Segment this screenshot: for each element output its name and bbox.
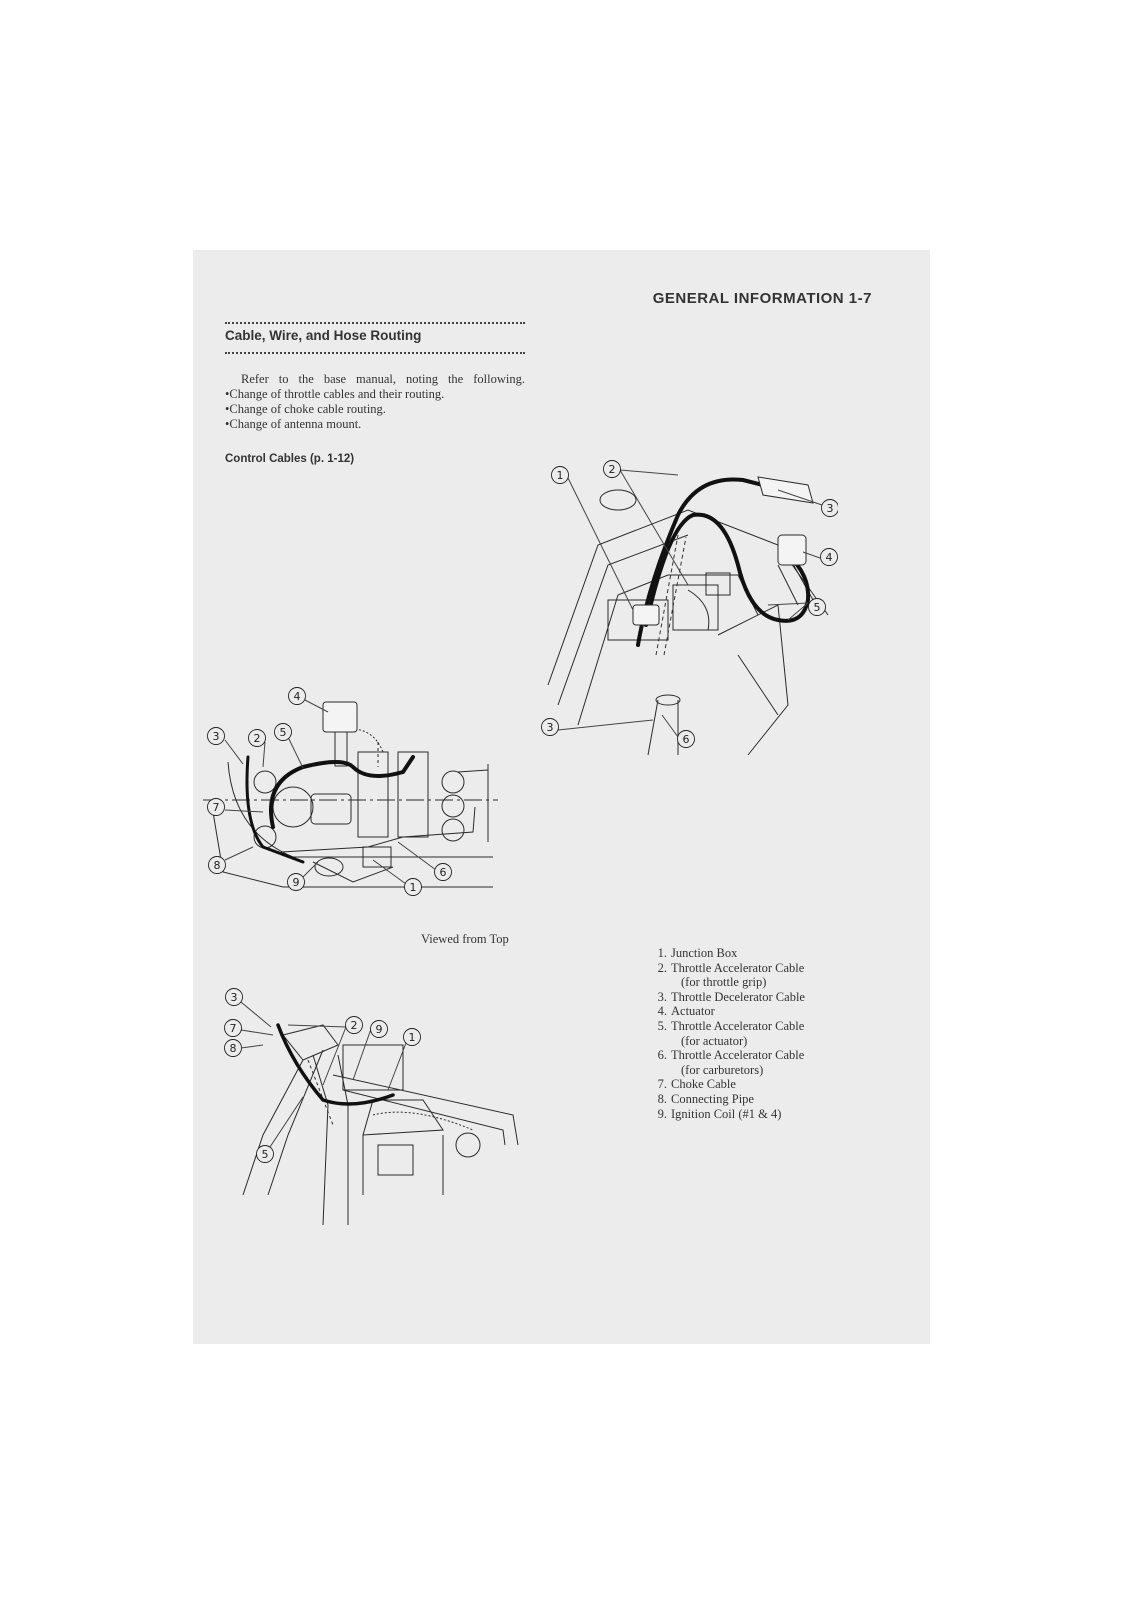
callout-6: 6 (683, 733, 690, 746)
callout-4: 4 (294, 690, 301, 703)
callout-3: 3 (231, 991, 238, 1004)
callout-2: 2 (609, 463, 616, 476)
callout-7: 7 (213, 801, 220, 814)
page-header: GENERAL INFORMATION 1-7 (652, 290, 872, 307)
top-view-cable-diagram: 4 3 2 5 7 8 9 1 6 (203, 687, 498, 896)
callout-5: 5 (814, 601, 821, 614)
callout-5: 5 (280, 726, 287, 739)
figure-caption: Viewed from Top (421, 932, 509, 946)
callout-8: 8 (214, 859, 221, 872)
parts-legend: 1.Junction Box 2.Throttle Accelerator Ca… (651, 946, 805, 1121)
callout-2: 2 (254, 732, 261, 745)
callout-1: 1 (557, 469, 564, 482)
callout-8: 8 (230, 1042, 237, 1055)
callout-2: 2 (351, 1019, 358, 1032)
legend-item: 3.Throttle Decelerator Cable (657, 989, 805, 1004)
dotted-rule-bottom (225, 352, 525, 354)
bullet-item: Change of choke cable routing. (225, 402, 525, 417)
legend-item: 6.Throttle Accelerator Cable(for carbure… (657, 1048, 805, 1077)
legend-item: 4.Actuator (657, 1004, 715, 1019)
callout-3: 3 (827, 502, 834, 515)
intro-sentence: Refer to the base manual, noting the fol… (241, 372, 525, 386)
bullet-item: Change of throttle cables and their rout… (225, 387, 525, 402)
callout-9: 9 (376, 1023, 383, 1036)
intro-text: Refer to the base manual, noting the fol… (225, 372, 525, 432)
callout-1: 1 (410, 881, 417, 894)
subheading-control-cables: Control Cables (p. 1-12) (225, 453, 355, 465)
legend-item: 2.Throttle Accelerator Cable(for throttl… (657, 960, 805, 990)
legend-item: 1.Junction Box (657, 946, 738, 960)
section-title: Cable, Wire, and Hose Routing (225, 328, 422, 343)
callout-7: 7 (230, 1022, 237, 1035)
callout-5: 5 (262, 1148, 269, 1161)
legend-item: 5.Throttle Accelerator Cable(for actuato… (657, 1018, 805, 1048)
bullet-item: Change of antenna mount. (225, 417, 525, 432)
callout-9: 9 (293, 876, 300, 889)
legend-item: 8.Connecting Pipe (657, 1091, 754, 1106)
handlebar-cable-diagram: 1 2 3 4 5 3 6 (541, 460, 838, 756)
side-view-cable-diagram: 3 7 8 2 9 1 5 (224, 988, 519, 1225)
legend-item: 7.Choke Cable (657, 1077, 736, 1092)
dotted-rule-top (225, 322, 525, 324)
callout-3: 3 (213, 730, 220, 743)
callout-3: 3 (547, 721, 554, 734)
callout-4: 4 (826, 551, 833, 564)
manual-page: GENERAL INFORMATION 1-7 Cable, Wire, and… (193, 250, 930, 1344)
legend-item: 9.Ignition Coil (#1 & 4) (657, 1106, 782, 1121)
callout-1: 1 (409, 1031, 416, 1044)
callout-6: 6 (440, 866, 447, 879)
